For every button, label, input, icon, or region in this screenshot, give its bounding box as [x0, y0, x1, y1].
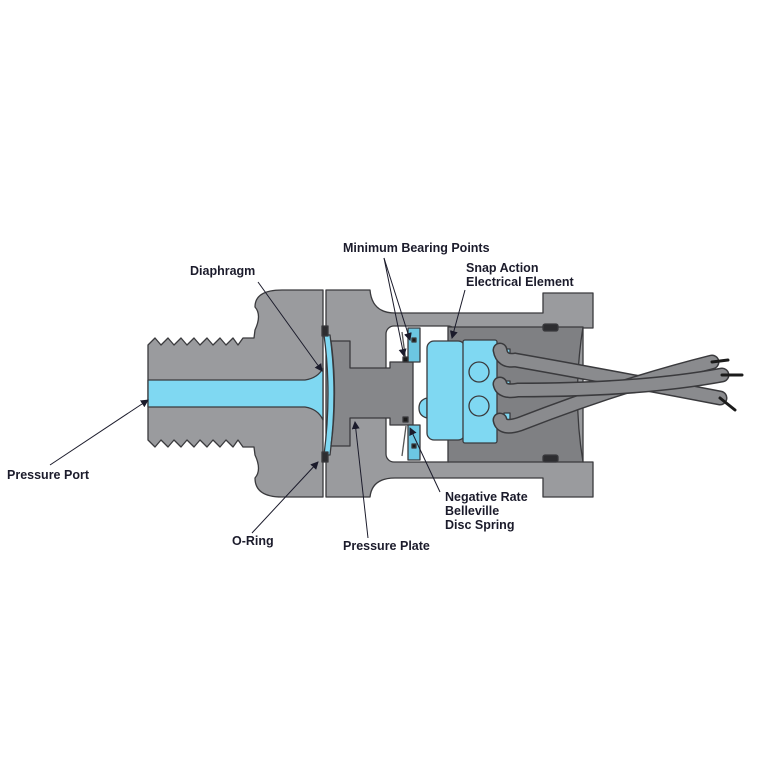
- label-belleville-1: Negative Rate: [445, 490, 528, 504]
- leader-lines: [49, 257, 466, 539]
- bearing-point: [402, 356, 409, 363]
- plug-o-ring-top: [542, 323, 559, 332]
- plug-o-ring-bottom: [542, 454, 559, 463]
- label-pressure-port: Pressure Port: [7, 468, 89, 482]
- label-snap-action-1: Snap Action: [466, 261, 539, 275]
- belleville-spring-top: [407, 327, 421, 363]
- pressure-port-bore: [147, 367, 324, 421]
- label-minimum-bearing-points: Minimum Bearing Points: [343, 241, 490, 255]
- rivet-icon: [468, 395, 490, 417]
- o-ring-bottom: [321, 451, 329, 463]
- snap-action-element: [426, 340, 466, 441]
- bearing-point: [411, 443, 417, 449]
- belleville-spring-bottom: [407, 424, 421, 461]
- pressure-plate: [330, 340, 414, 447]
- label-o-ring: O-Ring: [232, 534, 274, 548]
- bearing-point: [402, 416, 409, 423]
- snap-action-actuator: [418, 397, 428, 419]
- label-belleville-2: Belleville: [445, 504, 500, 518]
- lead-wires: [492, 342, 744, 434]
- label-diaphragm: Diaphragm: [190, 264, 256, 278]
- label-pressure-plate: Pressure Plate: [343, 539, 430, 553]
- o-ring-top: [321, 325, 329, 337]
- label-snap-action-2: Electrical Element: [466, 275, 574, 289]
- snap-action-switch-body: [462, 339, 498, 444]
- label-belleville-3: Disc Spring: [445, 518, 515, 532]
- rivet-icon: [468, 361, 490, 383]
- bearing-point: [411, 337, 417, 343]
